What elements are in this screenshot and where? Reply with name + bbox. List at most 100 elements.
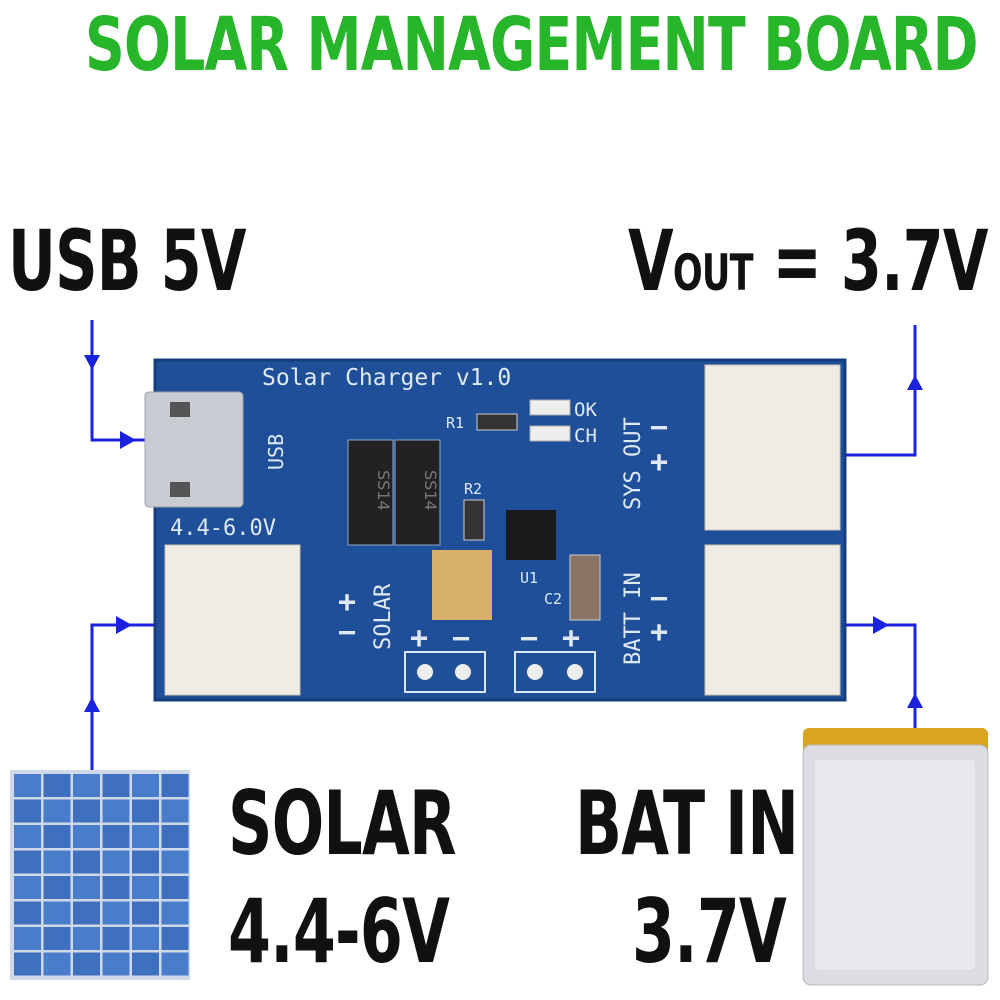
solar-cell bbox=[132, 901, 159, 925]
solar-cell bbox=[132, 952, 159, 976]
page-title: SOLAR MANAGEMENT BOARD bbox=[85, 2, 979, 88]
battery-label: BAT IN bbox=[575, 772, 799, 875]
sys-out-silk: SYS OUT bbox=[621, 417, 646, 510]
solar-cell bbox=[14, 774, 41, 797]
input-range-silk: 4.4-6.0V bbox=[170, 516, 276, 541]
solar-cell bbox=[73, 850, 100, 874]
solar-cell bbox=[132, 927, 159, 950]
solar-cell bbox=[161, 952, 189, 976]
pad bbox=[567, 664, 583, 680]
arrow-up-icon bbox=[84, 697, 100, 712]
solar-cell bbox=[132, 876, 159, 899]
solar-connector bbox=[164, 544, 301, 696]
sys-out-plus: + bbox=[650, 445, 668, 480]
pad bbox=[527, 664, 543, 680]
solar-cell bbox=[43, 876, 71, 899]
vout-label: VOUT = 3.7V bbox=[628, 212, 989, 310]
solar-cell bbox=[161, 850, 189, 874]
batt-in-minus: − bbox=[650, 581, 668, 616]
solar-cell bbox=[161, 901, 189, 925]
solar-cell bbox=[73, 952, 100, 976]
solar-cell bbox=[73, 774, 100, 797]
solar-silk: SOLAR bbox=[371, 583, 396, 650]
solar-cell bbox=[43, 850, 71, 874]
pad-minus-2: − bbox=[520, 621, 538, 656]
u1-chip bbox=[506, 510, 556, 560]
solar-cell bbox=[43, 952, 71, 976]
solar-cell bbox=[73, 876, 100, 899]
solar-cell bbox=[43, 825, 71, 848]
solar-cell bbox=[132, 825, 159, 848]
u1-silk: U1 bbox=[520, 569, 538, 587]
c2-silk: C2 bbox=[544, 590, 562, 608]
batt-in-plus: + bbox=[650, 615, 668, 650]
diode-marking-2: SS14 bbox=[421, 470, 440, 511]
solar-cell bbox=[14, 952, 41, 976]
r1-silk: R1 bbox=[446, 414, 464, 432]
pad-plus-1: + bbox=[410, 621, 428, 656]
solar-cell bbox=[132, 850, 159, 874]
solar-cell bbox=[43, 774, 71, 797]
batt-in-connector bbox=[704, 544, 841, 696]
solar-cell bbox=[14, 901, 41, 925]
r1-resistor bbox=[476, 413, 518, 431]
solar-cell bbox=[102, 825, 130, 848]
sys-out-minus: − bbox=[650, 410, 668, 445]
usb-silk: USB bbox=[264, 434, 288, 470]
solar-cell bbox=[102, 799, 130, 823]
solar-cell bbox=[102, 850, 130, 874]
pad bbox=[455, 664, 471, 680]
led-ok-silk: OK bbox=[574, 399, 597, 421]
pcb: Solar Charger v1.0 USB 4.4-6.0V SS14 SS1… bbox=[144, 358, 847, 702]
solar-label: SOLAR bbox=[228, 772, 457, 875]
pad-minus-1: − bbox=[452, 621, 470, 656]
solar-minus: − bbox=[338, 615, 356, 650]
solar-cell bbox=[161, 825, 189, 848]
solar-cell bbox=[73, 825, 100, 848]
led-ch bbox=[529, 425, 571, 442]
solar-cell bbox=[73, 901, 100, 925]
arrow-down-icon bbox=[84, 355, 100, 370]
diode-d2 bbox=[394, 439, 441, 546]
solar-cell bbox=[14, 850, 41, 874]
arrow-up-icon bbox=[907, 375, 923, 390]
solar-cell bbox=[161, 774, 189, 797]
r2-resistor bbox=[463, 499, 485, 541]
solar-cell bbox=[43, 799, 71, 823]
tantalum-capacitor bbox=[432, 550, 492, 620]
r2-silk: R2 bbox=[464, 480, 482, 498]
battery-voltage-label: 3.7V bbox=[632, 880, 787, 983]
c2-capacitor bbox=[569, 554, 601, 621]
solar-cell bbox=[43, 927, 71, 950]
solar-cell bbox=[43, 901, 71, 925]
sys-out-connector bbox=[704, 364, 841, 531]
solar-cell bbox=[14, 927, 41, 950]
batt-in-silk: BATT IN bbox=[621, 572, 646, 665]
micro-usb-port bbox=[144, 391, 244, 508]
solar-voltage-label: 4.4-6V bbox=[228, 880, 450, 983]
solar-cell bbox=[102, 876, 130, 899]
battery-icon bbox=[802, 728, 989, 986]
arrows bbox=[84, 355, 923, 712]
solar-cell bbox=[14, 876, 41, 899]
arrow-right-icon bbox=[873, 616, 889, 634]
led-ok bbox=[529, 399, 571, 416]
solar-cell bbox=[73, 927, 100, 950]
solar-cell bbox=[161, 799, 189, 823]
vout-sub: OUT bbox=[672, 244, 754, 302]
usb-label: USB 5V bbox=[8, 212, 246, 310]
solar-cell bbox=[102, 901, 130, 925]
solar-cell bbox=[102, 952, 130, 976]
pad bbox=[417, 664, 433, 680]
solar-cell bbox=[14, 825, 41, 848]
diode-marking-1: SS14 bbox=[374, 470, 393, 511]
vout-v: V bbox=[628, 212, 674, 310]
arrow-right-icon bbox=[116, 616, 132, 634]
solar-cell bbox=[161, 927, 189, 950]
solar-cell bbox=[161, 876, 189, 899]
solar-cell bbox=[132, 774, 159, 797]
arrow-right-icon bbox=[120, 431, 136, 449]
board-name: Solar Charger v1.0 bbox=[262, 365, 511, 391]
